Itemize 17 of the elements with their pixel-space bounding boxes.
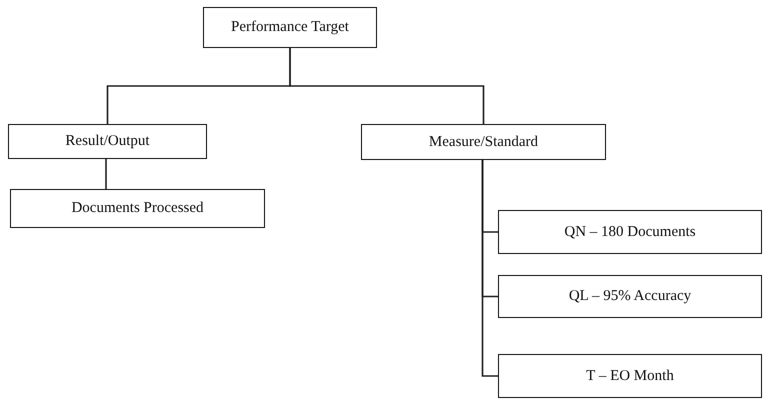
connector-line — [105, 159, 107, 189]
box-label: Result/Output — [65, 133, 150, 150]
box-label: T – EO Month — [586, 368, 674, 384]
connector-line — [482, 160, 498, 377]
box-label: QN – 180 Documents — [564, 224, 696, 240]
box-label: Documents Processed — [71, 200, 204, 217]
hierarchy-box — [498, 275, 762, 318]
hierarchy-box — [498, 210, 762, 254]
hierarchy-box — [203, 7, 377, 48]
hierarchy-box — [10, 189, 265, 228]
box-label: Measure/Standard — [428, 134, 538, 150]
connector-line — [289, 48, 484, 124]
hierarchy-box — [498, 354, 762, 398]
box-label: QL – 95% Accuracy — [568, 288, 692, 305]
hierarchy-box — [8, 124, 207, 159]
hierarchy-box — [361, 124, 606, 160]
box-label: Performance Target — [231, 19, 349, 36]
